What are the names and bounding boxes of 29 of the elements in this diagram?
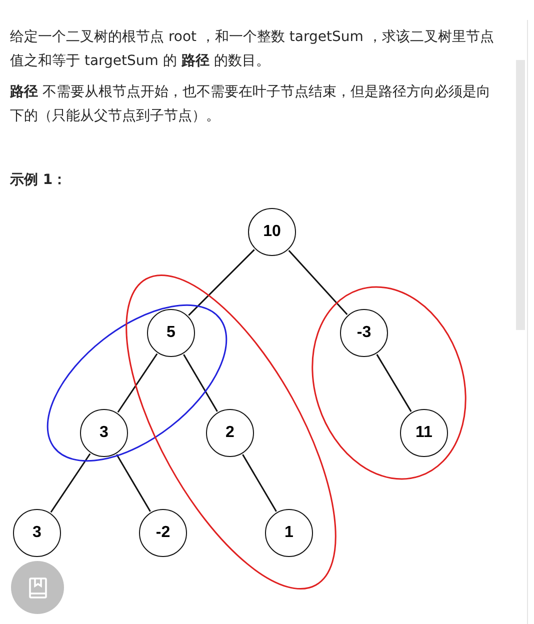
tree-edge xyxy=(50,453,91,513)
tree-node-circle xyxy=(265,509,313,557)
tree-edge xyxy=(376,354,412,412)
node-value: 10 xyxy=(263,223,281,241)
example-heading: 示例 1： xyxy=(10,171,67,189)
node-value: 11 xyxy=(416,424,432,442)
tree-edge xyxy=(117,353,158,413)
tree-edge xyxy=(116,454,151,512)
node-value: 2 xyxy=(226,424,234,442)
tree-node-circle xyxy=(248,208,296,256)
node-value: 3 xyxy=(100,424,108,442)
node-value: -3 xyxy=(356,324,372,342)
node-value: 3 xyxy=(32,524,42,542)
tree-edge xyxy=(188,249,255,316)
tree-node-circle xyxy=(139,509,187,557)
tree-node-circle xyxy=(80,409,128,457)
tree-edge xyxy=(242,454,277,512)
tree-node-circle xyxy=(147,309,195,357)
node-value: 1 xyxy=(284,524,294,542)
tree-node-circle xyxy=(206,409,254,457)
node-value: 5 xyxy=(166,324,176,342)
description-paragraph: 给定一个二叉树的根节点 root ，和一个整数 targetSum ，求该二叉树里节点值之和等于 targetSum 的 路径 的数目。 xyxy=(10,28,495,71)
tree-node-circle xyxy=(400,409,448,457)
description-paragraph: 路径 不需要从根节点开始，也不需要在叶子节点结束，但是路径方向必须是向下的（只能从父节点到子节点）。 xyxy=(10,83,492,126)
tree-edge xyxy=(288,250,348,316)
node-value: -2 xyxy=(156,524,170,542)
tree-node-circle xyxy=(13,509,61,557)
tree-node-circle xyxy=(340,309,388,357)
tree-edge xyxy=(183,354,218,412)
